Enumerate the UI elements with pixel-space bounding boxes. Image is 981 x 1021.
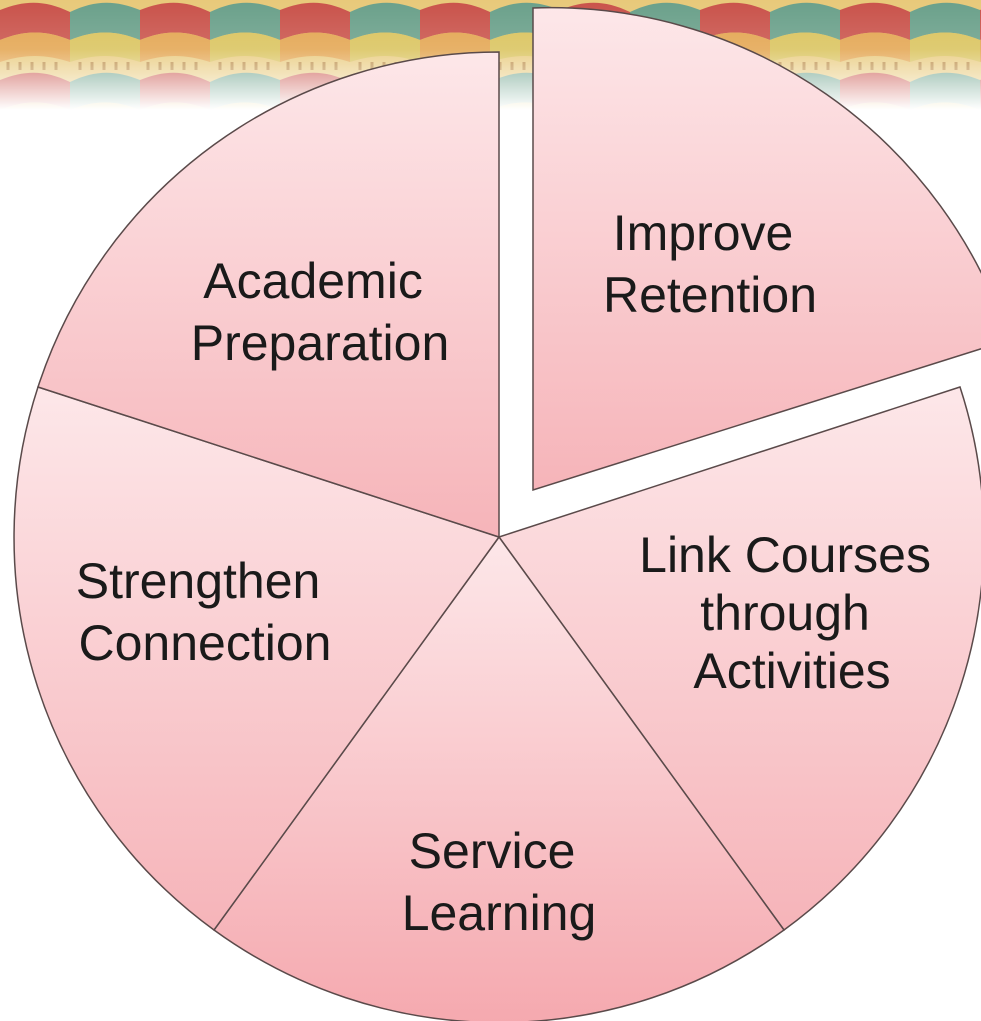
segment-service-learning-shape [212, 535, 786, 1021]
segment-academic-preparation: Academic Preparation [37, 51, 500, 539]
segment-strengthen-connection-label: Strengthen Connection [76, 553, 335, 671]
segment-academic-preparation-line-2: Preparation [191, 315, 450, 371]
segment-link-courses-line-3: Activities [693, 643, 890, 699]
segment-improve-retention: Improve Retention [532, 6, 981, 492]
segment-strengthen-connection-shape [13, 386, 501, 932]
segment-improve-retention-shape [532, 6, 981, 492]
segment-strengthen-connection-line-2: Connection [79, 615, 332, 671]
segment-academic-preparation-label: Academic Preparation [191, 253, 450, 371]
segment-link-courses-label: Link Courses through Activities [639, 527, 945, 699]
segment-link-courses-line-2: through [700, 585, 870, 641]
segment-strengthen-connection: Strengthen Connection [13, 386, 501, 932]
segment-link-courses-shape [497, 386, 981, 932]
segment-improve-retention-label: Improve Retention [603, 205, 817, 323]
segment-service-learning-line-2: Learning [402, 885, 597, 941]
segment-service-learning-line-1: Service [409, 823, 576, 879]
segment-academic-preparation-line-1: Academic [203, 253, 423, 309]
segment-improve-retention-line-2: Retention [603, 267, 817, 323]
segment-link-courses-line-1: Link Courses [639, 527, 931, 583]
segment-academic-preparation-shape [37, 51, 500, 539]
segment-service-learning: Service Learning [212, 535, 786, 1021]
segment-strengthen-connection-line-1: Strengthen [76, 553, 321, 609]
segment-service-learning-label: Service Learning [402, 823, 597, 941]
segment-link-courses: Link Courses through Activities [497, 386, 981, 932]
segment-improve-retention-line-1: Improve [613, 205, 794, 261]
